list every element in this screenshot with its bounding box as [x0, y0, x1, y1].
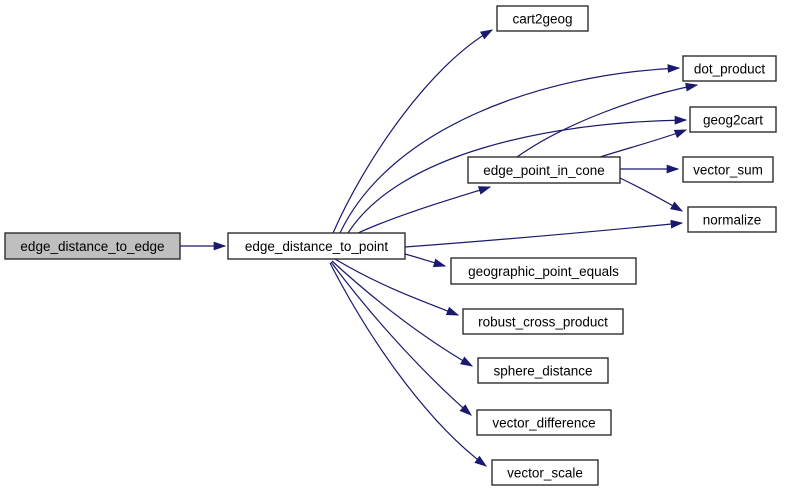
edge-edge_distance_to_point-to-dot_product — [339, 64, 681, 234]
node-box — [4, 232, 181, 260]
node-box — [462, 308, 624, 335]
node-box — [467, 156, 621, 184]
node-box — [450, 257, 637, 285]
node-label: edge_point_in_cone — [483, 163, 605, 178]
node-box — [491, 459, 599, 486]
edge-edge_point_in_cone-to-dot_product — [516, 82, 699, 158]
node-dot_product[interactable]: dot_product — [682, 55, 777, 82]
edge-edge_distance_to_point-to-sphere_distance — [331, 260, 474, 367]
node-box — [689, 106, 777, 133]
edge-edge_distance_to_point-to-normalize — [404, 219, 684, 248]
edge-edge_point_in_cone-to-geog2cart — [599, 129, 688, 158]
node-label: sphere_distance — [493, 364, 592, 379]
edge-edge_distance_to_point-to-vector_scale — [329, 262, 488, 467]
node-vector_sum[interactable]: vector_sum — [682, 156, 774, 183]
edge-edge_distance_to_point-to-geog2cart — [347, 115, 688, 234]
node-label: robust_cross_product — [478, 315, 608, 330]
edge-edge_distance_to_point-to-robust_cross_product — [334, 258, 460, 316]
node-label: geographic_point_equals — [468, 264, 619, 279]
node-box — [496, 5, 589, 32]
node-box — [682, 55, 777, 82]
node-box — [682, 156, 774, 183]
node-box — [476, 409, 612, 436]
node-label: cart2geog — [512, 12, 572, 27]
node-label: vector_difference — [492, 416, 595, 431]
edge-edge_distance_to_point-to-geographic_point_equals — [404, 253, 447, 268]
node-label: dot_product — [694, 62, 766, 77]
edge-edge_distance_to_point-to-cart2geog — [332, 29, 494, 234]
node-vector_difference[interactable]: vector_difference — [476, 409, 612, 436]
node-sphere_distance[interactable]: sphere_distance — [477, 357, 609, 384]
edge-edge_point_in_cone-to-normalize — [619, 177, 684, 212]
node-label: normalize — [703, 213, 762, 228]
node-robust_cross_product[interactable]: robust_cross_product — [462, 308, 624, 335]
node-vector_scale[interactable]: vector_scale — [491, 459, 599, 486]
edge-edge_distance_to_point-to-vector_difference — [330, 261, 472, 416]
edge-edge_distance_to_point-to-edge_point_in_cone — [357, 186, 492, 234]
node-label: vector_scale — [507, 466, 583, 481]
node-label: edge_distance_to_edge — [20, 239, 164, 254]
node-edge_distance_to_edge[interactable]: edge_distance_to_edge — [4, 232, 181, 260]
node-box — [687, 206, 777, 233]
node-box — [227, 232, 406, 260]
node-geog2cart[interactable]: geog2cart — [689, 106, 777, 133]
node-cart2geog[interactable]: cart2geog — [496, 5, 589, 32]
node-box — [477, 357, 609, 384]
node-label: geog2cart — [703, 113, 763, 128]
node-edge_distance_to_point[interactable]: edge_distance_to_point — [227, 232, 406, 260]
node-label: vector_sum — [693, 163, 763, 178]
node-edge_point_in_cone[interactable]: edge_point_in_cone — [467, 156, 621, 184]
node-geographic_point_equals[interactable]: geographic_point_equals — [450, 257, 637, 285]
node-normalize[interactable]: normalize — [687, 206, 777, 233]
node-label: edge_distance_to_point — [245, 239, 389, 254]
